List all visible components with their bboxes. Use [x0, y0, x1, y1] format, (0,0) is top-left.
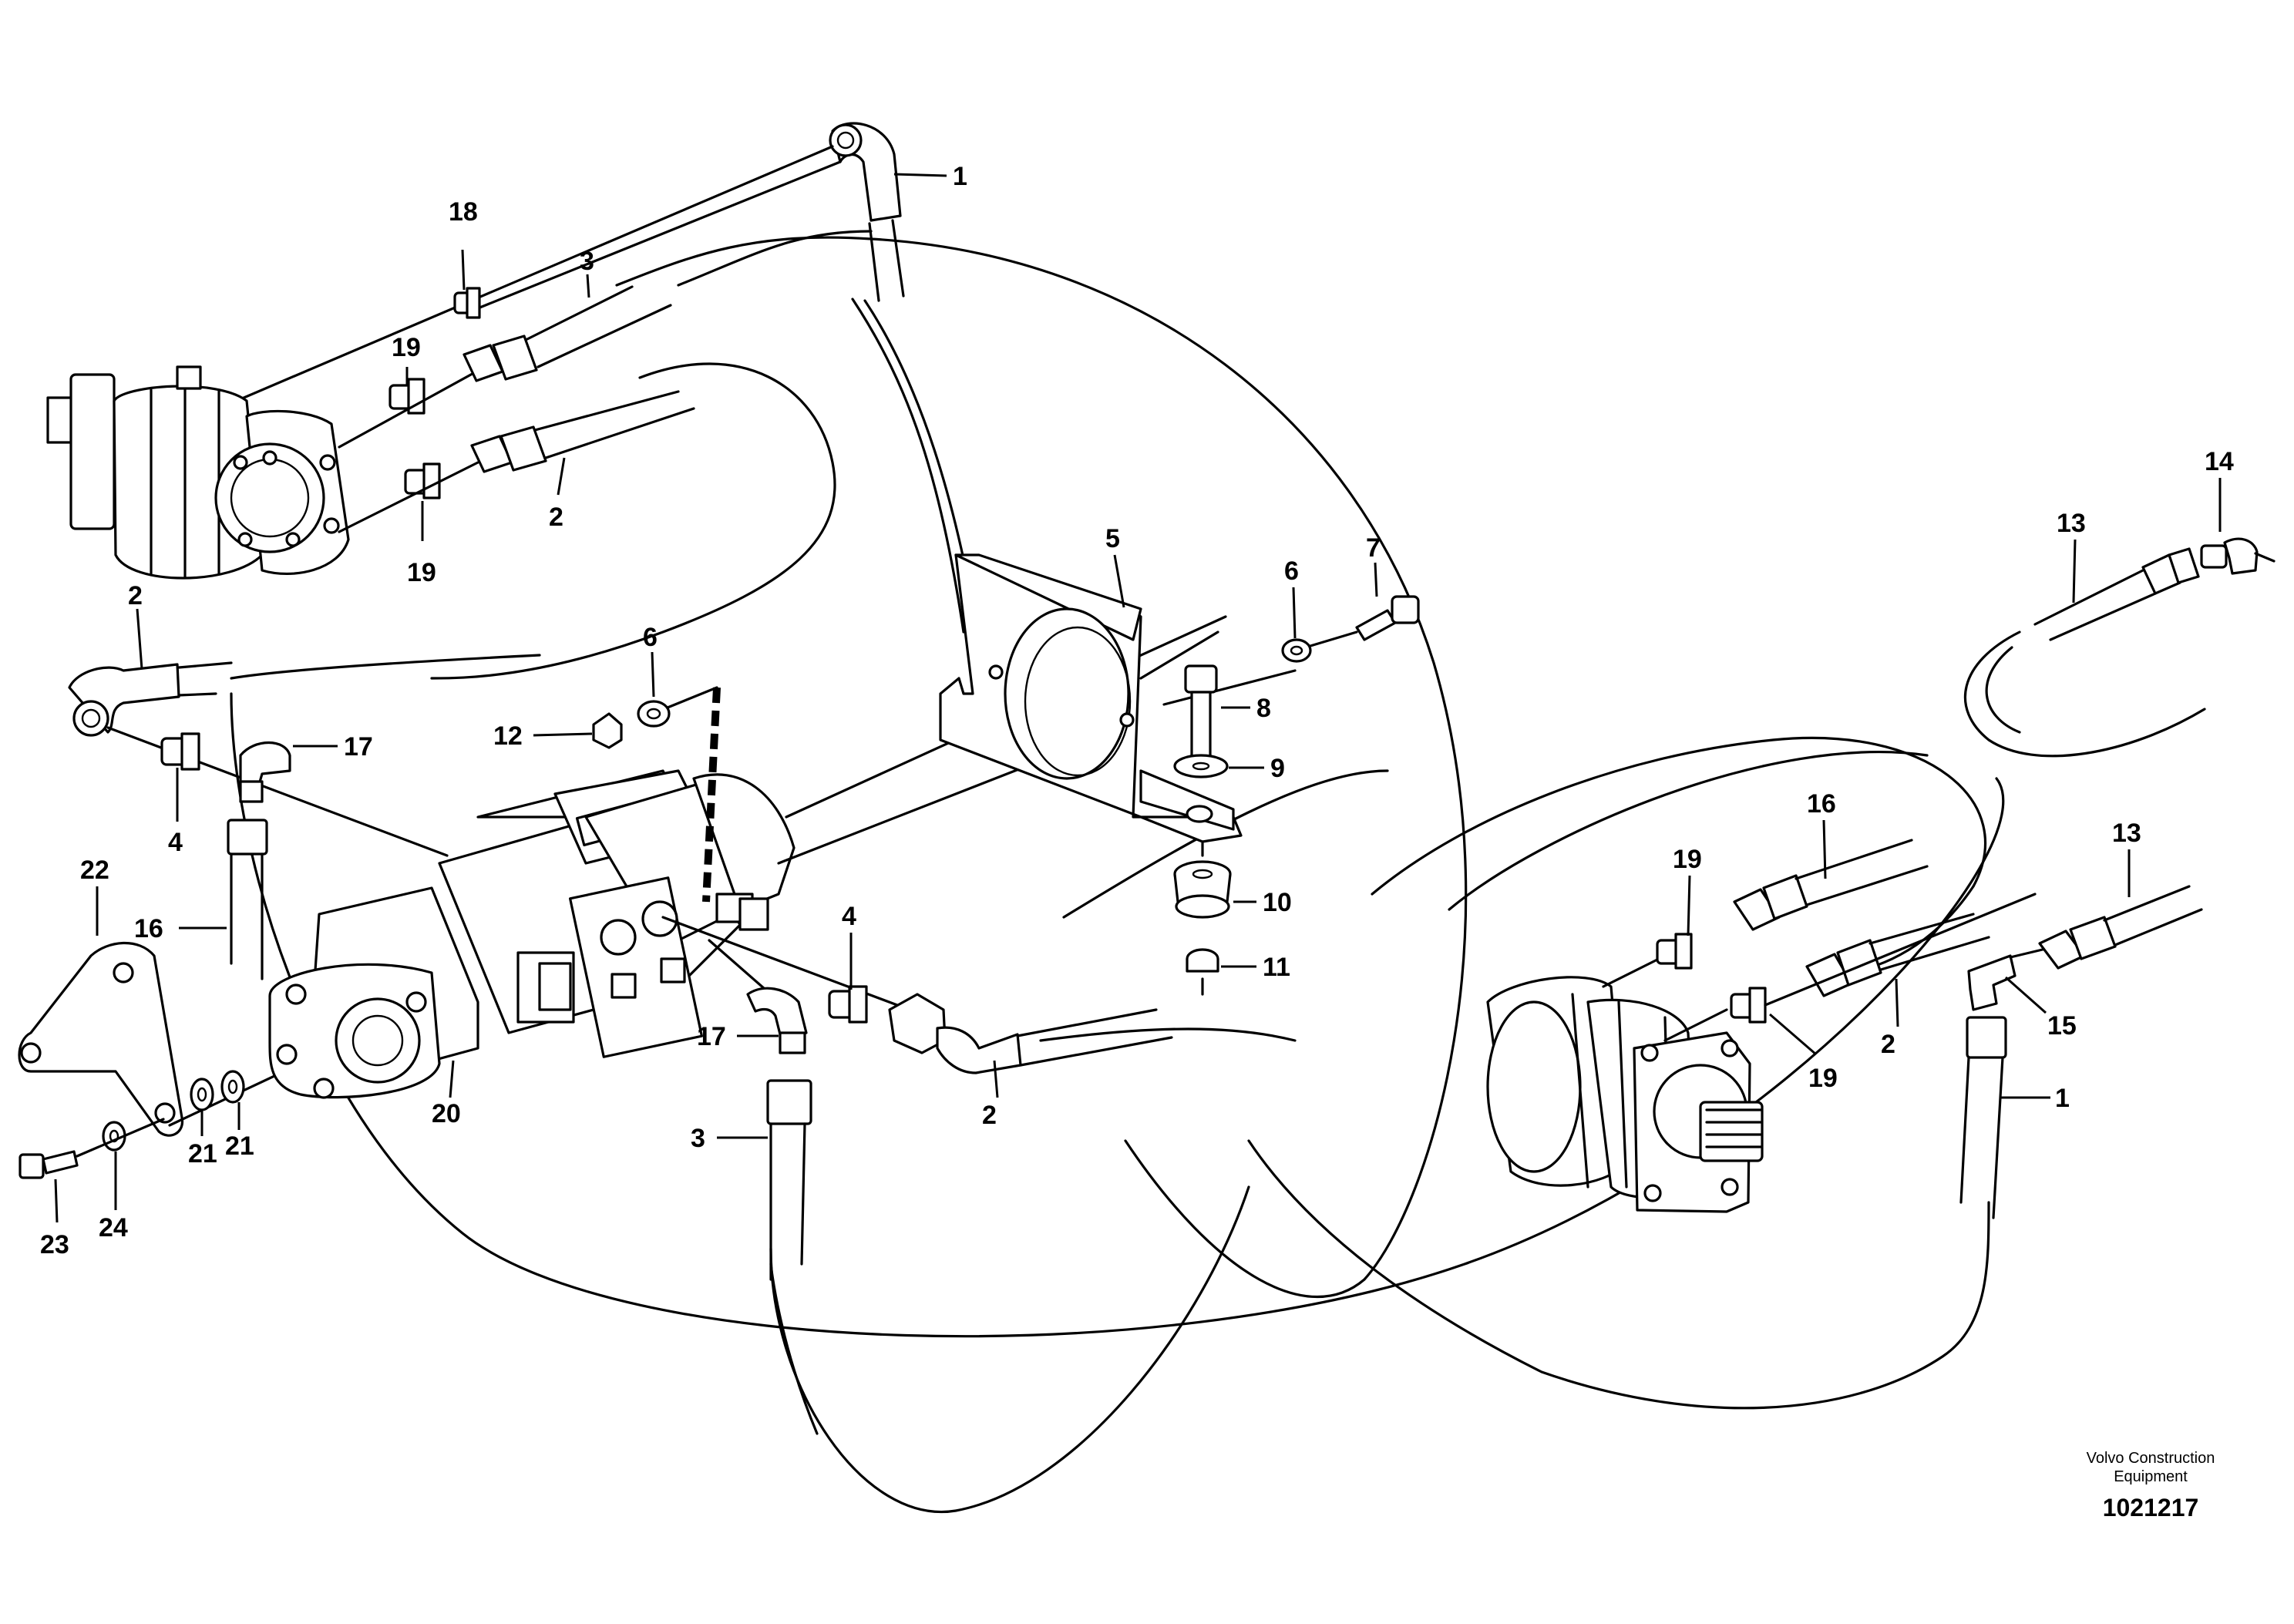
leader-lines — [54, 173, 2222, 1223]
fitting-19-lower — [404, 462, 441, 499]
isolator-10 — [1173, 860, 1232, 919]
callout-labels: 1 3 18 19 2 19 5 6 7 14 13 2 6 12 17 8 9… — [40, 162, 2234, 1259]
fitting-19-right-upper — [1656, 933, 1693, 970]
fitting-19-right-lower — [1730, 987, 1767, 1024]
bolt-7 — [1355, 595, 1420, 641]
callout-15: 15 — [2047, 1011, 2077, 1041]
hose-2-right — [1805, 913, 1990, 997]
hose-13-lower — [2038, 885, 2203, 970]
drawing-number: 1021217 — [2102, 1494, 2199, 1521]
nut-12 — [592, 712, 623, 749]
washer-9 — [1173, 754, 1229, 778]
nut-11 — [1186, 948, 1219, 973]
elbow-14 — [2200, 537, 2276, 575]
callout-13-lower: 13 — [2112, 819, 2141, 848]
callout-16-left: 16 — [134, 914, 163, 943]
hose-13-upper — [2033, 547, 2200, 641]
callout-11: 11 — [1263, 953, 1290, 982]
callout-22: 22 — [80, 856, 109, 885]
callout-21b: 21 — [225, 1131, 254, 1161]
hose-1-top — [829, 122, 905, 302]
hose-routing-lines — [230, 230, 2206, 1514]
callout-8: 8 — [1256, 694, 1271, 723]
brand-name-line2: Equipment — [2114, 1468, 2188, 1485]
callout-17-lower: 17 — [697, 1022, 726, 1051]
hose-2-top — [470, 390, 695, 473]
callout-13-upper: 13 — [2057, 509, 2086, 538]
callout-19-right-upper: 19 — [1673, 845, 1702, 874]
fitting-19-upper — [388, 378, 426, 415]
hose-1-right — [1959, 1016, 2007, 1219]
drawing-credit: Volvo Construction Equipment 1021217 — [2066, 1449, 2235, 1522]
callout-19-right-lower: 19 — [1808, 1064, 1838, 1093]
callout-3-lower: 3 — [691, 1124, 705, 1153]
callout-16-right: 16 — [1807, 789, 1836, 819]
tee-15 — [1967, 954, 2016, 1011]
fitting-4-center — [828, 985, 868, 1024]
callout-2-center: 2 — [982, 1101, 997, 1130]
callout-19-mid: 19 — [407, 558, 436, 587]
callout-1-right: 1 — [2055, 1084, 2070, 1113]
callout-5: 5 — [1105, 524, 1120, 553]
callout-9: 9 — [1270, 754, 1285, 783]
callout-7: 7 — [1366, 533, 1381, 563]
callout-23: 23 — [40, 1230, 69, 1259]
hose-16-right — [1733, 839, 1929, 931]
hydraulic-motor-top — [46, 365, 350, 580]
washer-6-left — [637, 700, 671, 728]
pump-20 — [268, 769, 796, 1099]
callout-20: 20 — [432, 1099, 461, 1128]
hose-3-top — [462, 285, 672, 382]
callout-2-left: 2 — [128, 581, 143, 610]
callout-14: 14 — [2205, 447, 2234, 476]
bolt-8 — [1184, 664, 1218, 763]
callout-24: 24 — [99, 1213, 128, 1242]
callout-6-right: 6 — [1284, 556, 1299, 586]
bracket-22 — [18, 941, 184, 1137]
bracket-5 — [939, 553, 1243, 843]
callout-21a: 21 — [188, 1139, 217, 1168]
bolt-23 — [18, 1150, 79, 1179]
callout-10: 10 — [1263, 888, 1292, 917]
washer-21a — [190, 1078, 214, 1111]
washer-6-right — [1281, 638, 1312, 663]
fitting-18 — [453, 287, 481, 319]
callout-2-right: 2 — [1881, 1030, 1895, 1059]
elbow-17-lower — [746, 987, 808, 1054]
pump-mount-dashed-line — [702, 687, 721, 903]
hose-3-lower — [766, 1079, 812, 1281]
callout-1-top: 1 — [953, 162, 967, 191]
callout-4-left: 4 — [168, 828, 183, 857]
callout-3-top: 3 — [580, 247, 594, 276]
callout-2-top: 2 — [549, 503, 563, 532]
callout-6-left: 6 — [643, 623, 658, 652]
fitting-4-left — [160, 732, 200, 771]
hose-2-left-elbow — [68, 661, 233, 737]
callout-18: 18 — [449, 197, 478, 227]
brand-name-line1: Volvo Construction — [2086, 1450, 2215, 1467]
hose-16-left — [227, 819, 268, 980]
hydraulic-motor-bottom — [1486, 976, 1764, 1213]
hose-2-center — [888, 993, 1173, 1074]
washer-21b — [220, 1070, 245, 1104]
callout-12: 12 — [493, 721, 523, 751]
callout-4-center: 4 — [842, 902, 856, 931]
callout-17-left: 17 — [344, 732, 373, 762]
elbow-17-left — [239, 741, 291, 803]
callout-19-top: 19 — [392, 333, 421, 362]
